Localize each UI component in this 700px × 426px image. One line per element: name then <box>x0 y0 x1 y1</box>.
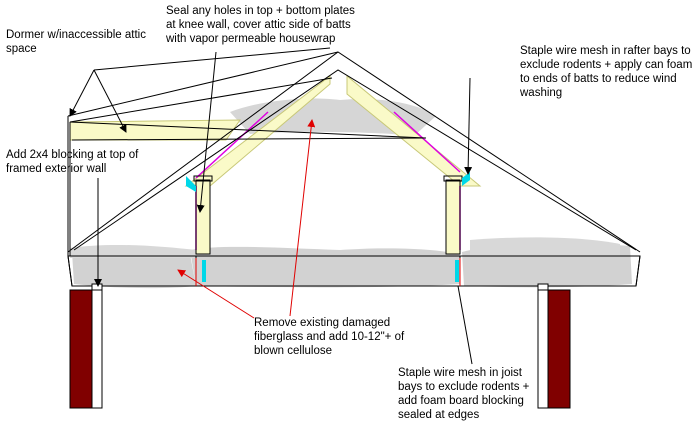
vapor-permeable-housewrap <box>195 111 461 250</box>
foam-board-blocking <box>186 172 470 282</box>
annotation-dormer: Dormer w/inaccessible attic space <box>6 29 146 55</box>
annotation-staple-rafter: Staple wire mesh in rafter bays to exclu… <box>520 45 693 99</box>
annotation-seal-holes: Seal any holes in top + bottom plates at… <box>166 5 355 45</box>
blown-cellulose <box>70 237 632 289</box>
annotation-staple-joist: Staple wire mesh in joist bays to exclud… <box>398 367 530 421</box>
annotation-remove-fiberglass: Remove existing damaged fiberglass and a… <box>254 317 405 357</box>
exterior-walls <box>69 283 571 409</box>
red-leader-lines <box>177 119 316 319</box>
roof-framing <box>67 51 641 287</box>
annotation-blocking: Add 2x4 blocking at top of framed exteri… <box>6 149 139 175</box>
leader-lines <box>69 47 473 365</box>
